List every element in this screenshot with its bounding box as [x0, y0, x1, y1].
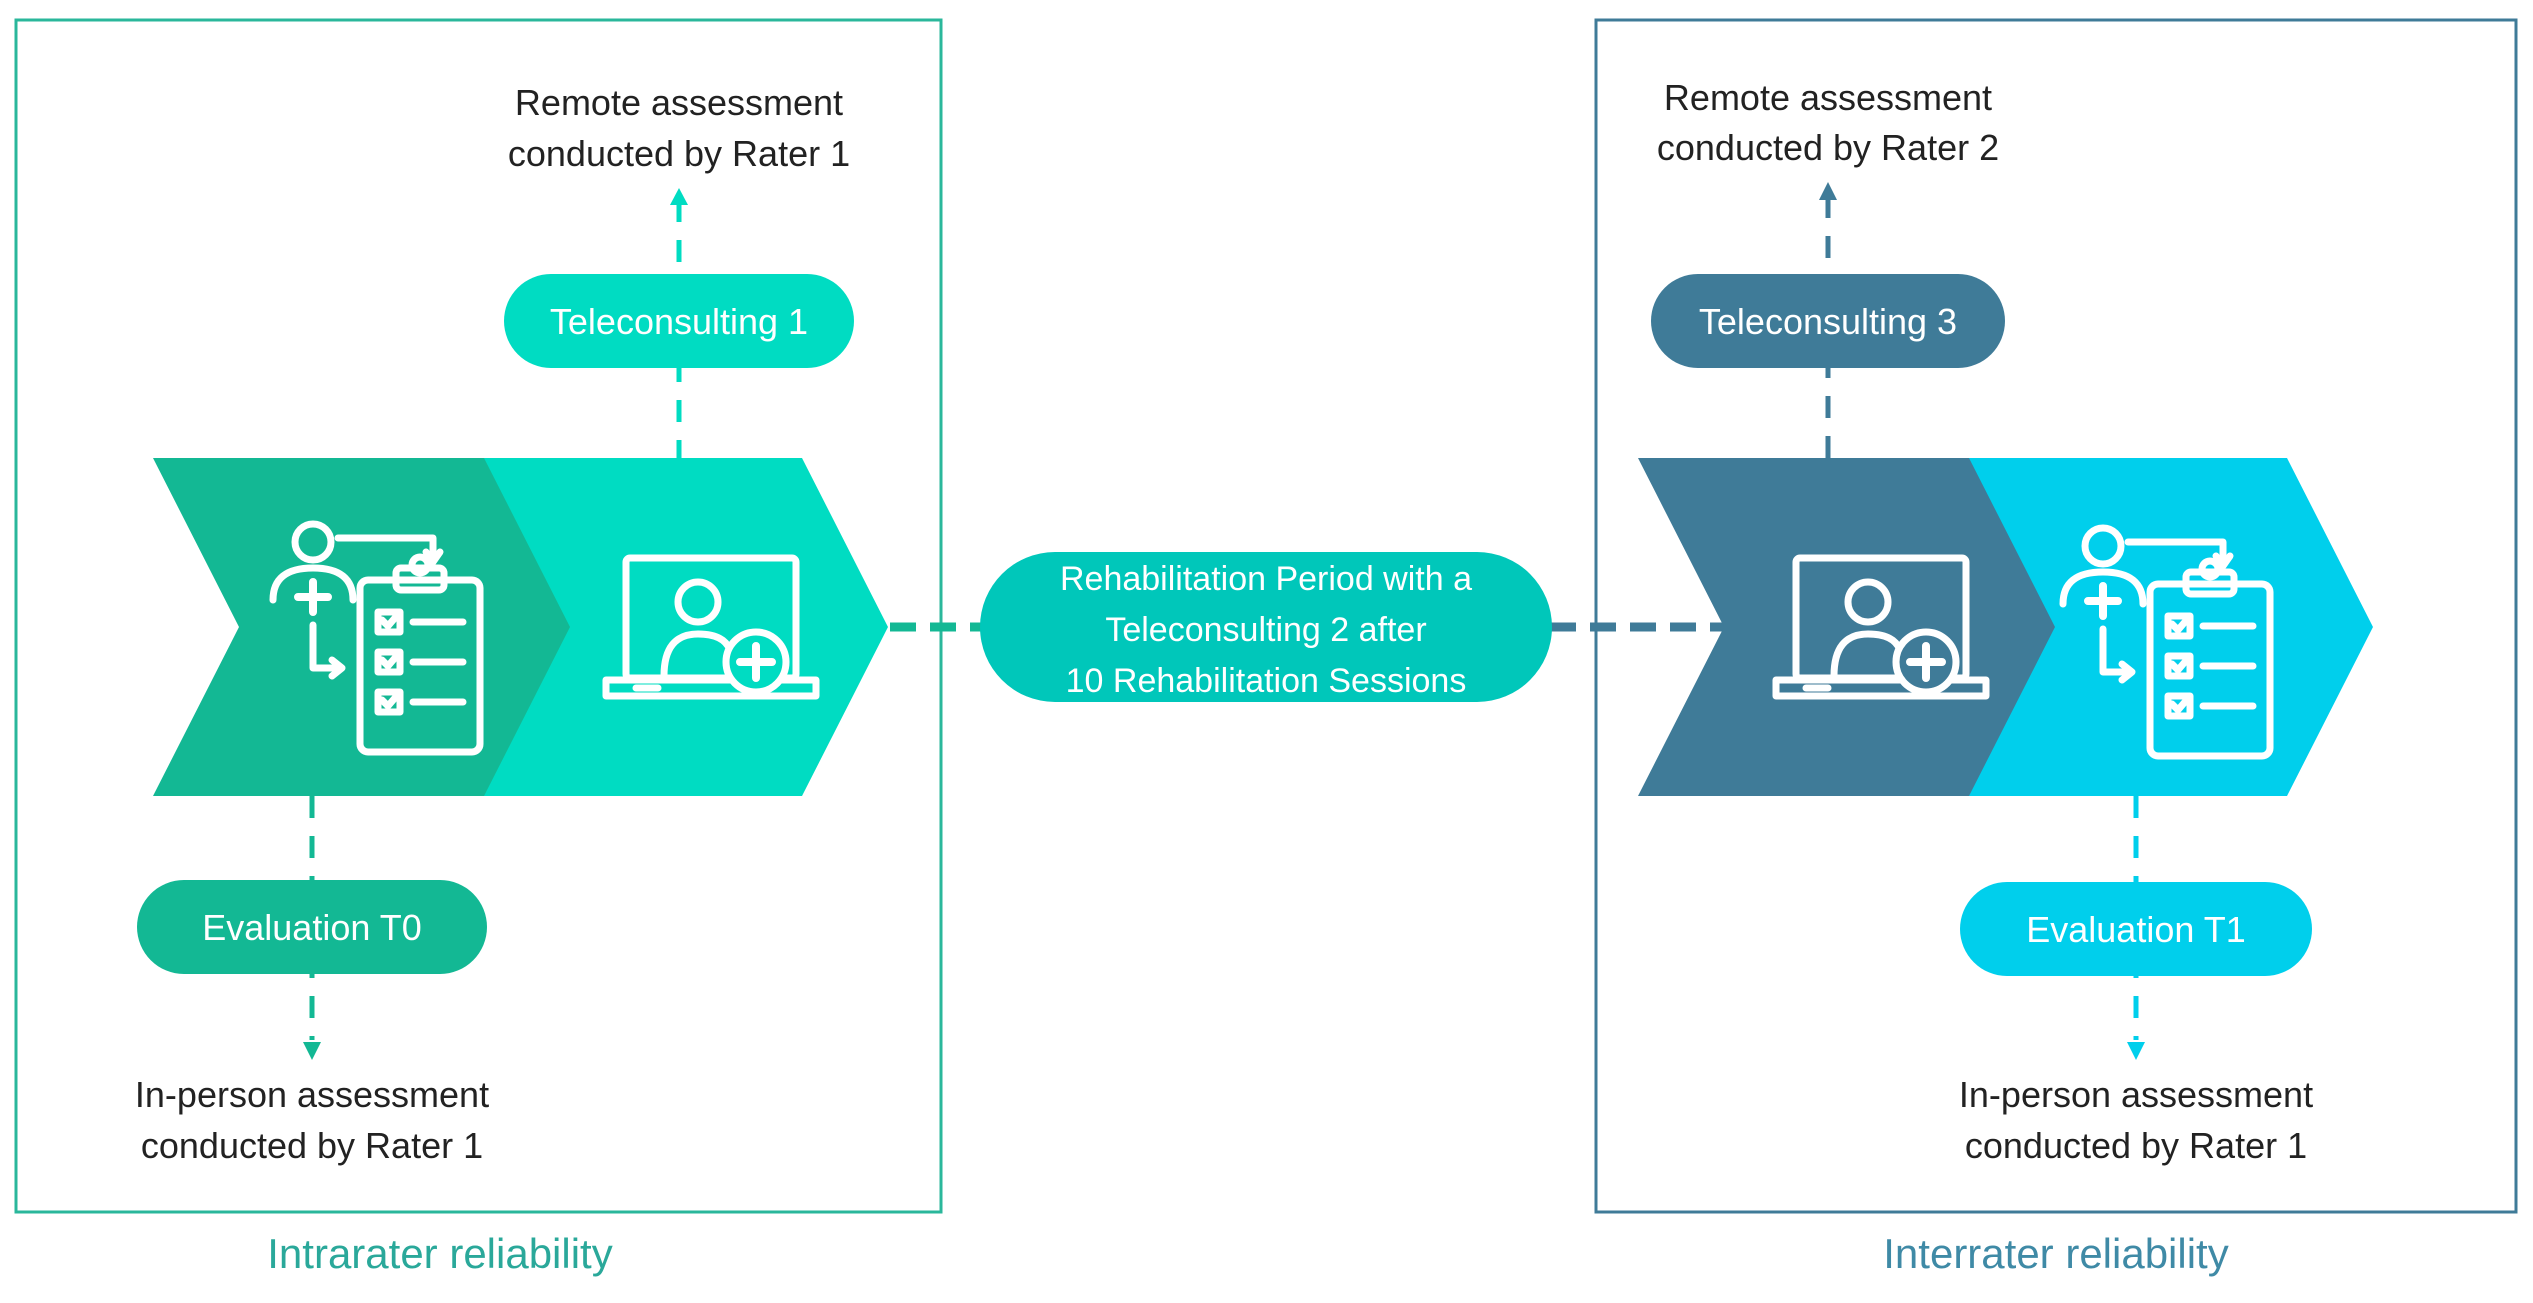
teleconsulting-1-label: Teleconsulting 1	[550, 301, 808, 342]
right-remote-line2: conducted by Rater 2	[1657, 127, 1999, 168]
right-inperson-line1: In-person assessment	[1959, 1074, 2313, 1115]
left-inperson-line1: In-person assessment	[135, 1074, 489, 1115]
left-top-arrowhead	[670, 188, 688, 205]
left-remote-line1: Remote assessment	[515, 82, 843, 123]
left-inperson-line2: conducted by Rater 1	[141, 1125, 483, 1166]
left-remote-line2: conducted by Rater 1	[508, 133, 850, 174]
teleconsulting-3-pill	[1651, 274, 2005, 368]
intrarater-box	[14, 18, 943, 1214]
left-bottom-arrowhead	[303, 1042, 321, 1060]
interrater-box	[1594, 18, 2518, 1214]
teleconsulting-1-pill	[504, 274, 854, 368]
right-inperson-line2: conducted by Rater 1	[1965, 1125, 2307, 1166]
evaluation-t1-pill	[1960, 882, 2312, 976]
rehabilitation-line1: Rehabilitation Period with a	[1060, 560, 1472, 598]
right-top-arrowhead	[1819, 182, 1837, 200]
interrater-caption: Interrater reliability	[1883, 1230, 2228, 1277]
right-chevron-slate	[1638, 458, 2055, 796]
evaluation-t1-label: Evaluation T1	[2026, 909, 2245, 950]
rehabilitation-line2: Teleconsulting 2 after	[1105, 611, 1426, 649]
evaluation-t0-pill	[137, 880, 487, 974]
left-chevron-light	[470, 458, 888, 796]
teleconsulting-3-label: Teleconsulting 3	[1699, 301, 1957, 342]
intrarater-caption: Intrarater reliability	[267, 1230, 612, 1277]
right-remote-line1: Remote assessment	[1664, 77, 1992, 118]
rehabilitation-period-pill	[980, 552, 1552, 702]
rehabilitation-line3: 10 Rehabilitation Sessions	[1066, 662, 1467, 700]
right-bottom-arrowhead	[2127, 1042, 2145, 1060]
evaluation-t0-label: Evaluation T0	[202, 907, 421, 948]
